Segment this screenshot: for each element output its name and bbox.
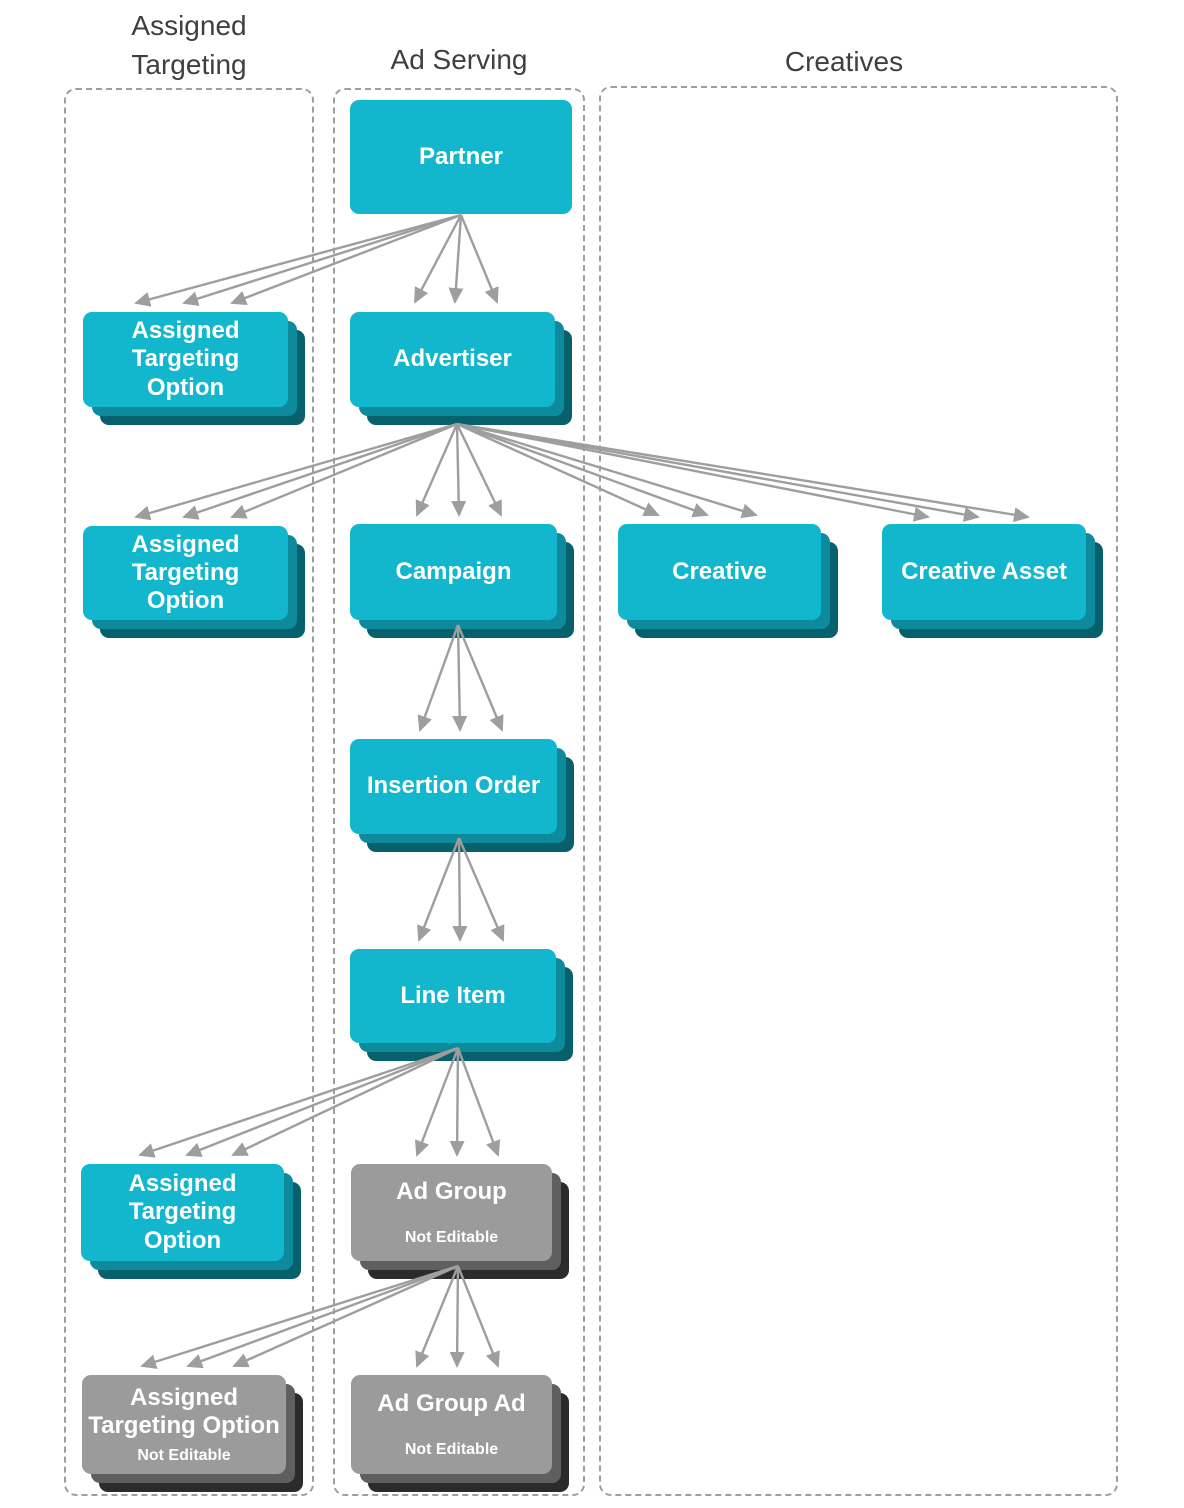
column-title-ad-serving: Ad Serving [390,44,528,75]
node-ato-line-item-label: Assigned Targeting Option [128,1170,237,1254]
column-title-creatives: Creatives [784,46,904,77]
node-ato-partner-label: Assigned Targeting Option [131,317,240,401]
node-insertion-order-card: Insertion Order [350,739,557,834]
column-assigned-targeting [64,88,314,1496]
node-advertiser-card: Advertiser [350,312,555,407]
node-campaign-card: Campaign [350,524,557,620]
node-line-item: Line Item [350,949,573,1061]
node-ato-line-item-card: Assigned Targeting Option [81,1164,284,1261]
node-insertion-order-label: Insertion Order [366,772,541,800]
node-ad-group-ad-label: Ad Group Ad [377,1390,526,1418]
column-ad-serving [333,88,585,1496]
node-creative-asset-card: Creative Asset [882,524,1086,620]
node-partner-card: Partner [350,100,572,214]
node-creative-asset-label: Creative Asset [901,557,1067,585]
node-ad-group-ad: Ad Group Ad Not Editable [351,1375,569,1492]
node-line-item-label: Line Item [400,981,506,1009]
node-ato-advertiser-label: Assigned Targeting Option [131,530,240,615]
node-ato-advertiser: Assigned Targeting Option [83,526,305,638]
node-ad-group-status: Not Editable [404,1228,499,1246]
node-creative: Creative [618,524,838,638]
node-ato-line-item: Assigned Targeting Option [81,1164,301,1279]
node-ato-advertiser-card: Assigned Targeting Option [83,526,288,620]
node-partner-label: Partner [418,142,504,170]
node-campaign-label: Campaign [395,557,512,585]
column-title-assigned-targeting: Assigned Targeting [131,10,247,81]
node-ato-ad-group-label: Assigned Targeting Option [88,1383,280,1439]
node-ad-group-ad-status: Not Editable [404,1440,499,1458]
node-line-item-card: Line Item [350,949,556,1043]
node-partner: Partner [350,100,572,214]
node-campaign: Campaign [350,524,574,638]
node-ato-ad-group-status: Not Editable [137,1447,231,1465]
node-creative-card: Creative [618,524,821,620]
node-ad-group-label: Ad Group [396,1178,507,1206]
node-insertion-order: Insertion Order [350,739,574,852]
node-ato-partner-card: Assigned Targeting Option [83,312,288,407]
column-creatives [599,86,1118,1496]
node-ad-group-ad-card: Ad Group Ad Not Editable [351,1375,552,1474]
node-creative-asset: Creative Asset [882,524,1103,638]
node-creative-label: Creative [672,557,767,585]
node-ato-partner: Assigned Targeting Option [83,312,305,425]
node-advertiser-label: Advertiser [393,345,512,373]
node-advertiser: Advertiser [350,312,572,425]
